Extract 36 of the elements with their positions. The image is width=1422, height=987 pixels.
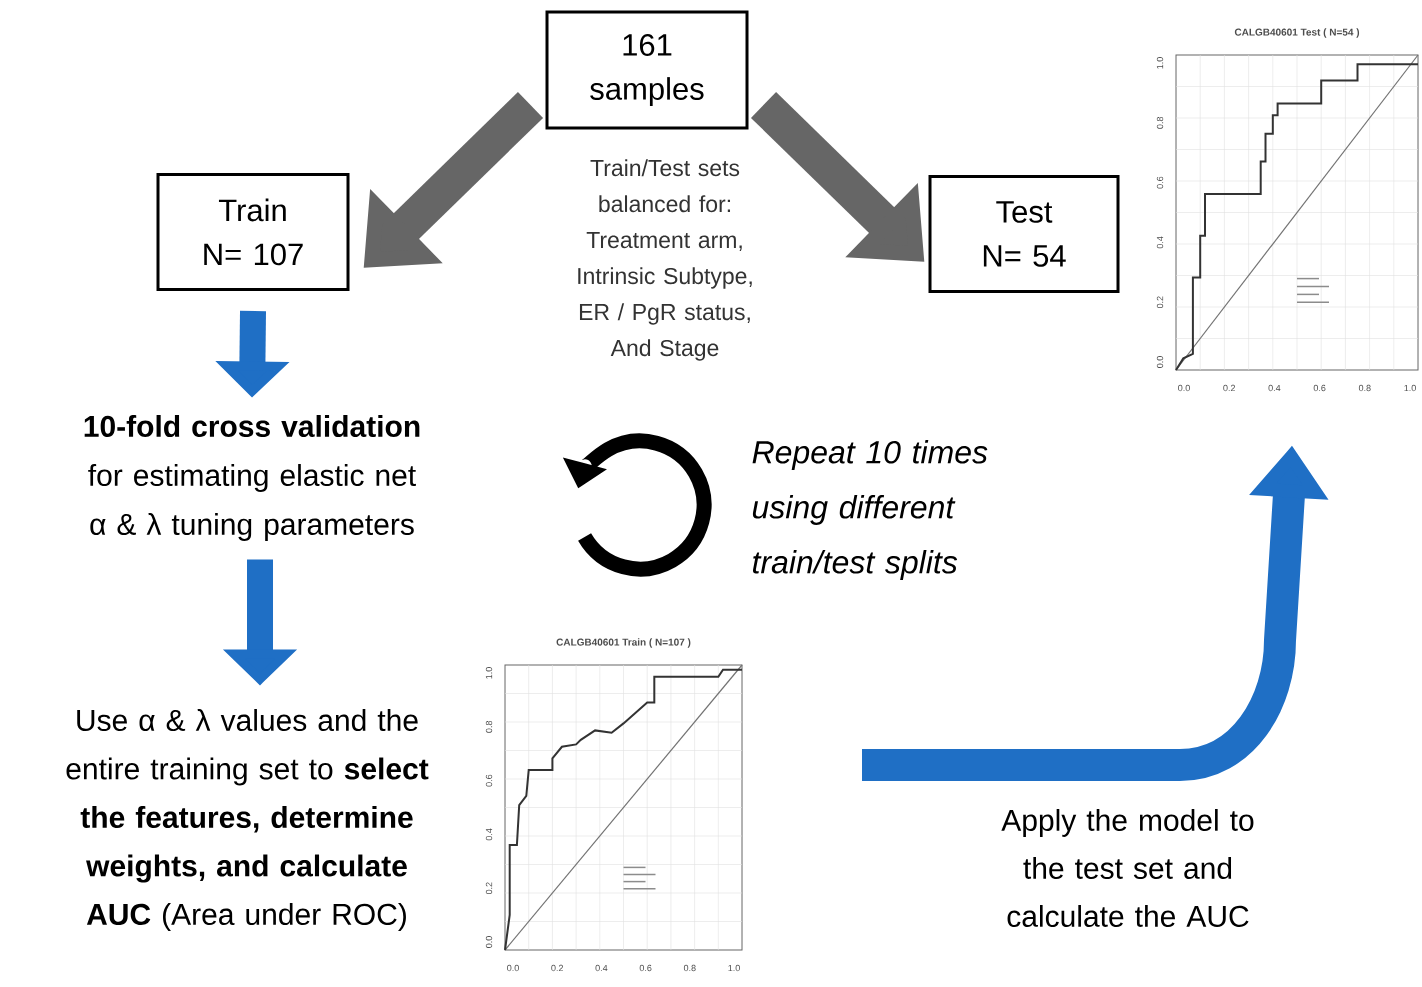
process-box: Train N= 107 [156,173,350,291]
tick-label: 0.0 [507,964,519,972]
tick-label: 0.8 [1156,116,1164,129]
roc-curve-drawing [504,664,743,951]
tick-label: 0.0 [1156,356,1164,368]
tick-label: 0.0 [1178,384,1190,392]
tick-label: 0.6 [1313,384,1326,392]
tick-label: 0.6 [485,774,493,787]
tick-label: 0.4 [595,964,608,972]
process-box: Test N= 54 [928,175,1120,293]
process-box: 161 samples [545,10,749,130]
step-text: 10-fold cross validation for estimating elastic net α & λ tuning parameters [84,415,420,541]
repeat-text: Repeat 10 times using different train/test splits [752,440,988,580]
tick-label: 0.4 [1156,236,1164,249]
note-text: Train/Test sets balanced for: Treatment arm, Intrinsic Subtype, ER / PgR status, And Stage [578,159,752,361]
tick-label: 0.2 [1223,384,1235,392]
roc-curve-drawing [1175,54,1419,371]
chart-title: CALGB40601 Train ( N=107 ) [556,638,691,648]
tick-label: 0.2 [1156,296,1164,309]
tick-label: 1.0 [1404,384,1416,392]
step-text: Use α & λ values and the entire training set to select the features, determine weights, and calculate AUC (Area under ROC) [66,709,429,931]
tick-label: 0.4 [485,828,493,841]
tick-label: 0.2 [551,964,563,972]
tick-label: 1.0 [728,964,740,972]
tick-label: 0.4 [1268,384,1281,392]
tick-label: 0.2 [485,882,493,895]
tick-label: 1.0 [485,667,493,679]
tick-label: 0.6 [639,964,652,972]
tick-label: 0.6 [1156,176,1164,189]
tick-label: 0.8 [485,720,493,733]
chart-title: CALGB40601 Test ( N=54 ) [1234,28,1360,38]
edge-label: Apply the model to the test set and calculate the AUC [1001,809,1254,927]
tick-label: 0.8 [683,964,696,972]
tick-label: 0.8 [1358,384,1371,392]
tick-label: 0.0 [485,936,493,948]
tick-label: 1.0 [1156,57,1164,69]
